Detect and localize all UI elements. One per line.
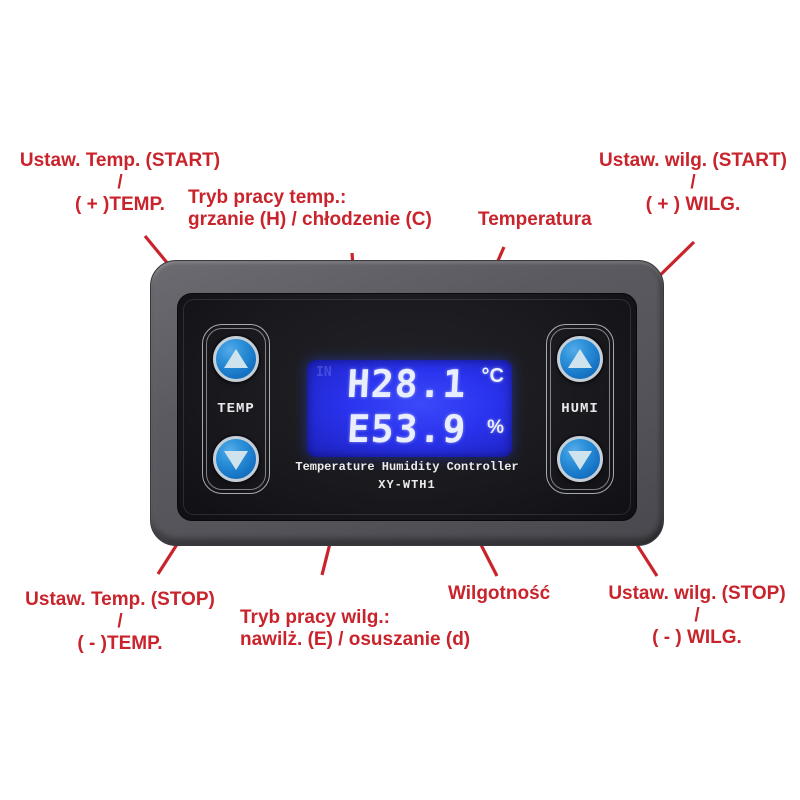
annotation-line: Tryb pracy wilg.: [240, 607, 390, 628]
annotation-line: grzanie (H) / chłodzenie (C) [188, 209, 432, 230]
humi-button-group: HUMI [546, 324, 614, 494]
annotation-line: / [694, 605, 700, 626]
temp-button-group: TEMP [202, 324, 270, 494]
panel-caption-model: XY-WTH1 [378, 478, 436, 492]
annotation-line: Tryb pracy temp.: [188, 187, 347, 208]
lcd-percent-unit: % [487, 417, 504, 438]
annotation-humidity: Wilgotność [448, 583, 588, 605]
temp-up-button[interactable] [213, 336, 259, 382]
annotation-line: / [117, 172, 123, 193]
up-triangle-icon [568, 348, 592, 368]
humi-up-button[interactable] [557, 336, 603, 382]
lcd-humidity-reading: E53.9 [345, 407, 468, 451]
annotation-humi-stop: Ustaw. wilg. (STOP) / ( - ) WILG. [592, 583, 800, 649]
lcd-celsius-unit: °C [481, 365, 504, 387]
temp-group-label: TEMP [217, 401, 255, 417]
annotation-line: ( - )TEMP. [77, 633, 163, 654]
humi-button-group-inner: HUMI [550, 328, 610, 490]
annotation-line: ( - ) WILG. [652, 627, 742, 648]
annotation-temperature: Temperatura [478, 209, 628, 231]
up-triangle-icon [224, 348, 248, 368]
annotation-line: Wilgotność [448, 583, 551, 604]
lcd-corner-hint: IN [316, 365, 332, 380]
humi-group-label: HUMI [561, 401, 599, 417]
annotation-humi-mode: Tryb pracy wilg.: nawilż. (E) / osuszani… [240, 607, 540, 651]
temp-button-group-inner: TEMP [206, 328, 266, 490]
humi-down-button[interactable] [557, 436, 603, 482]
annotation-line: Ustaw. Temp. (START) [19, 150, 221, 171]
annotation-line: Ustaw. Temp. (STOP) [25, 589, 215, 610]
temp-down-button[interactable] [213, 436, 259, 482]
down-triangle-icon [568, 450, 592, 470]
annotation-temp-stop: Ustaw. Temp. (STOP) / ( - )TEMP. [6, 589, 234, 655]
annotation-line: ( + )TEMP. [75, 194, 165, 215]
front-panel: TEMP HUMI [177, 293, 637, 521]
annotation-line: Temperatura [478, 209, 592, 230]
annotation-line: ( + ) WILG. [645, 194, 741, 215]
annotation-line: Ustaw. wilg. (STOP) [608, 583, 786, 604]
annotation-temp-start: Ustaw. Temp. (START) / ( + )TEMP. [6, 150, 234, 216]
annotation-line: Ustaw. wilg. (START) [599, 150, 787, 171]
annotation-line: nawilż. (E) / osuszanie (d) [240, 629, 471, 650]
annotation-humi-start: Ustaw. wilg. (START) / ( + ) WILG. [588, 150, 798, 216]
annotation-temp-mode: Tryb pracy temp.: grzanie (H) / chłodzen… [188, 187, 488, 231]
panel-caption-title: Temperature Humidity Controller [295, 460, 519, 474]
down-triangle-icon [224, 450, 248, 470]
annotation-line: / [690, 172, 696, 193]
controller-device: TEMP HUMI [150, 260, 664, 546]
annotation-line: / [117, 611, 123, 632]
lcd-display: IN H28.1 °C E53.9 % [307, 360, 512, 457]
lcd-temperature-reading: H28.1 [345, 362, 468, 406]
